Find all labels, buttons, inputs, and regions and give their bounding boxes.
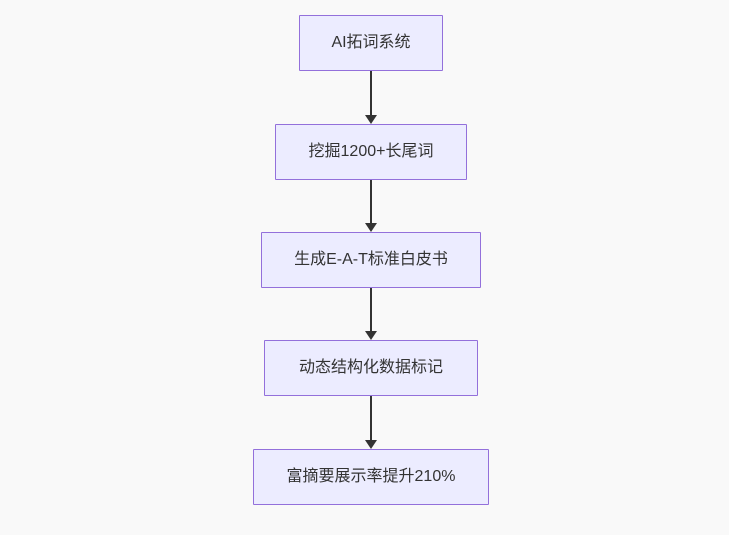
flowchart-node: 生成E-A-T标准白皮书 — [261, 232, 481, 288]
edge-line — [370, 396, 372, 441]
node-label: 富摘要展示率提升210% — [286, 468, 456, 485]
arrowhead-down-icon — [365, 440, 377, 449]
edge-line — [370, 71, 372, 116]
node-label: 动态结构化数据标记 — [298, 359, 443, 376]
arrowhead-down-icon — [365, 331, 377, 340]
node-label: 挖掘1200+长尾词 — [308, 143, 434, 160]
flowchart-node: 动态结构化数据标记 — [264, 340, 478, 396]
arrowhead-down-icon — [365, 223, 377, 232]
arrowhead-down-icon — [365, 115, 377, 124]
flowchart-node: 富摘要展示率提升210% — [253, 449, 489, 505]
edge-line — [370, 288, 372, 332]
flowchart-node: 挖掘1200+长尾词 — [275, 124, 467, 180]
node-label: AI拓词系统 — [331, 34, 411, 51]
edge-line — [370, 180, 372, 224]
node-label: 生成E-A-T标准白皮书 — [294, 251, 448, 268]
flowchart-node: AI拓词系统 — [299, 15, 443, 71]
